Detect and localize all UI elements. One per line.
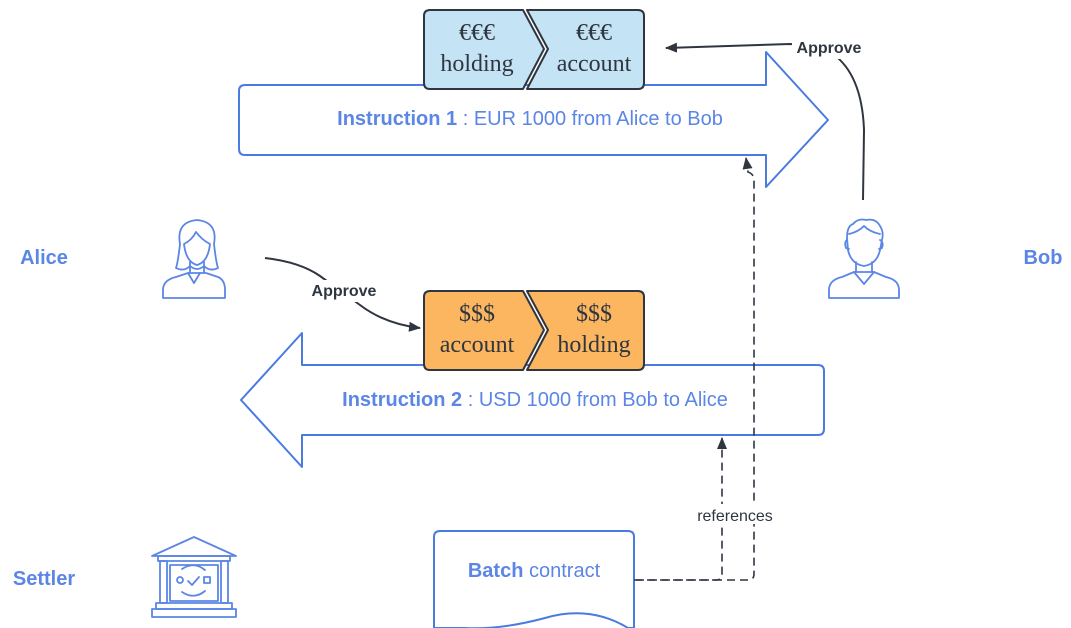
batch-contract-rest: contract xyxy=(523,560,600,582)
eur-holding-label: holding xyxy=(440,51,513,77)
instruction-1-detail: : EUR 1000 from Alice to Bob xyxy=(457,108,723,130)
settler-label: Settler xyxy=(13,568,75,590)
references-edge-instruction-1 xyxy=(636,157,755,581)
instruction-2-detail: : USD 1000 from Bob to Alice xyxy=(462,389,728,411)
eur-holding-symbol: €€€ xyxy=(459,20,495,46)
usd-account-label: account xyxy=(440,332,515,358)
approve-label-alice: Approve xyxy=(312,283,377,300)
instruction-2-label: Instruction 2 xyxy=(342,389,462,411)
references-label: references xyxy=(697,508,773,525)
approve-label-bob: Approve xyxy=(797,40,862,57)
batch-contract-text: Batch contract xyxy=(468,560,601,582)
usd-account-symbol: $$$ xyxy=(459,301,495,327)
man-user-icon xyxy=(828,218,900,299)
eur-holding-token: €€€ holding xyxy=(423,9,545,90)
instruction-2-text: Instruction 2 : USD 1000 from Bob to Ali… xyxy=(342,389,728,411)
instruction-1-arrow: Instruction 1 : EUR 1000 from Alice to B… xyxy=(238,51,829,188)
woman-user-icon xyxy=(162,219,226,299)
instruction-1-text: Instruction 1 : EUR 1000 from Alice to B… xyxy=(337,108,723,130)
usd-holding-token: $$$ holding xyxy=(526,290,645,371)
alice-label: Alice xyxy=(20,247,68,269)
usd-holding-symbol: $$$ xyxy=(576,301,612,327)
usd-holding-label: holding xyxy=(557,332,630,358)
instruction-1-label: Instruction 1 xyxy=(337,108,457,130)
references-label-bg xyxy=(691,504,779,524)
approve-label-bob-bg xyxy=(792,37,866,59)
eur-account-symbol: €€€ xyxy=(576,20,612,46)
instruction-2-arrow: Instruction 2 : USD 1000 from Bob to Ali… xyxy=(240,332,825,468)
bob-label: Bob xyxy=(1024,247,1063,269)
batch-contract-document: Batch contract xyxy=(433,530,635,628)
bank-building-icon xyxy=(151,536,237,618)
approve-edge-alice xyxy=(264,257,421,332)
batch-contract-bold: Batch xyxy=(468,560,524,582)
eur-account-token: €€€ account xyxy=(526,9,645,90)
approve-label-alice-bg xyxy=(306,280,382,302)
usd-account-token: $$$ account xyxy=(423,290,545,371)
eur-account-label: account xyxy=(557,51,632,77)
